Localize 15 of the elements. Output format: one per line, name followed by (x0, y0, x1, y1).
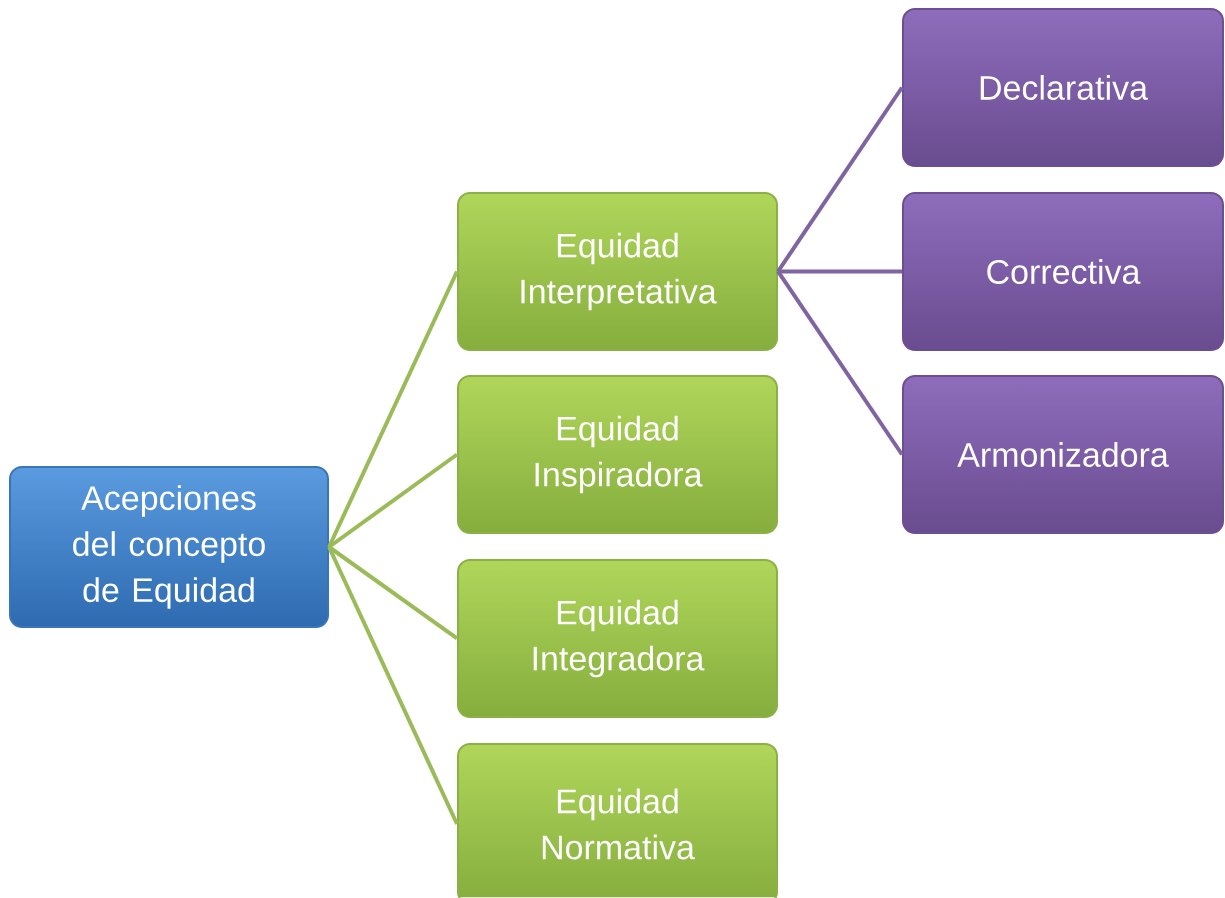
connector-line (327, 546, 459, 825)
root-box: Acepciones del concepto de Equidad (9, 466, 329, 628)
process-box: Correctiva (902, 192, 1224, 351)
connector-line (327, 270, 459, 548)
process-box: Equidad Interpretativa (457, 192, 778, 351)
connector-line (327, 545, 459, 641)
process-box: Equidad Normativa (457, 743, 778, 898)
process-box: Equidad Integradora (457, 559, 778, 718)
connector-line (327, 452, 459, 549)
process-box: Declarativa (902, 8, 1224, 167)
connector-line (776, 270, 904, 456)
process-box: Equidad Inspiradora (457, 375, 778, 534)
connector-line (776, 86, 904, 273)
process-box: Armonizadora (902, 375, 1224, 534)
connector-line (778, 269, 902, 274)
